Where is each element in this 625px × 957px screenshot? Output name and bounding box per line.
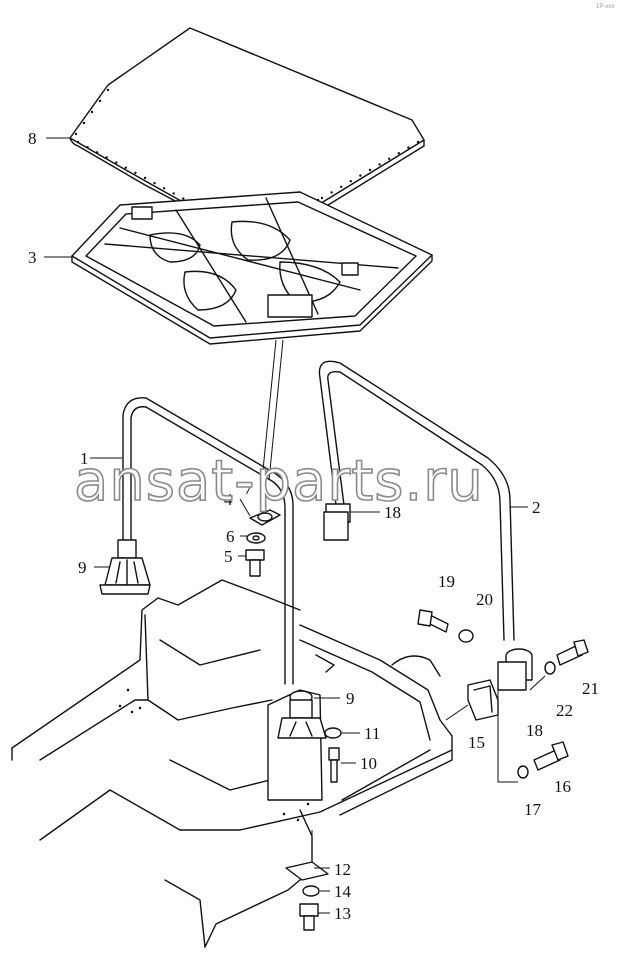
rivet-dot [282, 812, 286, 816]
rivet-dot [126, 688, 130, 692]
rivet-dot [397, 152, 400, 155]
callout-9-left: 9 [78, 558, 87, 577]
clamp-fastener-group [245, 509, 281, 577]
right-roll-bar [318, 360, 533, 691]
rivet-dot [76, 140, 80, 144]
callout-21: 21 [582, 679, 599, 698]
rivet-dot [172, 192, 175, 195]
callout-20: 20 [476, 590, 493, 609]
callout-2: 2 [532, 498, 541, 517]
callout-4: 4 [224, 490, 233, 509]
rivet-dot [124, 166, 128, 169]
callout-18-bottom: 18 [526, 721, 543, 740]
callout-9-right: 9 [346, 689, 355, 708]
rivet-dot [86, 145, 89, 149]
rivet-dot [115, 161, 118, 164]
rivet-dot [330, 191, 333, 194]
callout-7: 7 [244, 479, 253, 498]
watermark-text: ansat-parts.ru [74, 449, 484, 514]
callout-labels: 8 3 1 7 4 6 5 9 18 2 19 20 21 22 9 11 15… [28, 129, 599, 923]
right-base-mount [267, 689, 342, 801]
rivet-dot [340, 185, 343, 188]
callout-16: 16 [554, 777, 571, 796]
callout-12: 12 [334, 860, 351, 879]
rivet-dot [95, 151, 99, 154]
rivet-dot [134, 171, 137, 175]
rivet-dot [378, 163, 381, 166]
callout-5: 5 [224, 547, 233, 566]
callout-22: 22 [556, 701, 573, 720]
callout-18-top: 18 [384, 503, 401, 522]
rivet-dot [153, 181, 156, 185]
rivet-dot [349, 180, 352, 183]
callout-14: 14 [334, 882, 352, 901]
rivet-dot [74, 132, 78, 136]
callout-19: 19 [438, 572, 455, 591]
connecting-rod [261, 339, 284, 481]
callout-1: 1 [80, 449, 89, 468]
lower-fastener-group [285, 830, 329, 931]
callout-8: 8 [28, 129, 37, 148]
rivet-dot [182, 197, 185, 200]
rivet-dot [138, 706, 142, 710]
rivet-dot [296, 818, 300, 822]
callout-13: 13 [334, 904, 351, 923]
rivet-dot [98, 99, 102, 103]
rivet-dot [143, 176, 147, 180]
callout-6: 6 [226, 527, 235, 546]
rivet-dot [130, 710, 134, 714]
roof-frame [71, 191, 433, 345]
machine-body [11, 579, 453, 948]
rivet-dot [82, 121, 86, 125]
rivet-dot [368, 168, 372, 172]
rivet-dot [416, 140, 420, 144]
rivet-dot [388, 157, 391, 160]
right-hinge-group [417, 609, 589, 783]
rivet-dot [359, 174, 362, 177]
roof-panel [69, 27, 425, 223]
callout-10: 10 [360, 754, 377, 773]
rivet-dot [118, 704, 122, 708]
rivet-dot [90, 110, 94, 114]
callout-11: 11 [364, 724, 380, 743]
leader-lines [44, 137, 528, 914]
rivet-dot [320, 196, 324, 200]
rivet-dot [162, 187, 166, 190]
callout-3: 3 [28, 248, 37, 267]
rivet-dot [106, 88, 110, 92]
rivet-dot [407, 146, 410, 149]
rivet-dot [306, 802, 310, 806]
callout-15: 15 [468, 733, 485, 752]
callout-17: 17 [524, 800, 542, 819]
rivet-dot [105, 156, 108, 159]
left-roll-bar [99, 397, 294, 685]
corner-mark: 1P-xxx [596, 4, 614, 10]
